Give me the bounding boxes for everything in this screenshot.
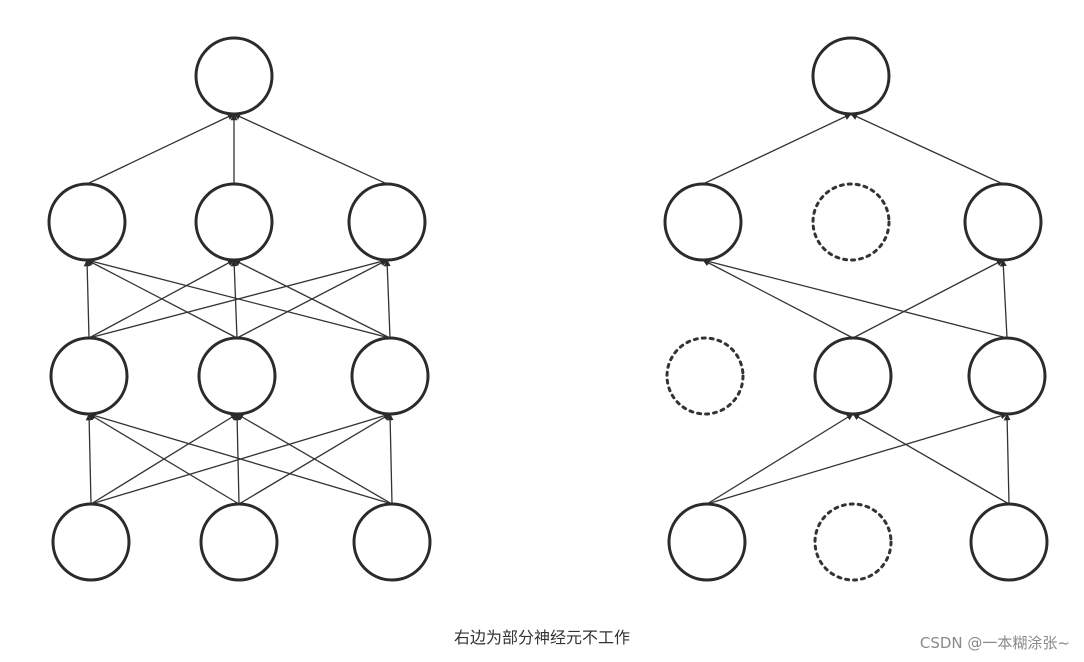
neuron-node xyxy=(49,336,129,416)
nodes-layer xyxy=(47,36,1049,582)
neuron-node xyxy=(963,182,1043,262)
neuron-node xyxy=(47,182,127,262)
neuron-node xyxy=(51,502,131,582)
network-diagram xyxy=(47,36,1049,582)
edges-layer xyxy=(83,113,1011,505)
dropped-neuron-node xyxy=(811,182,891,262)
connection-arrow xyxy=(852,259,1004,339)
dropped-neuron-node xyxy=(813,502,893,582)
neuron-node xyxy=(347,182,427,262)
connection-arrow xyxy=(999,259,1008,339)
dropped-neuron-node xyxy=(665,336,745,416)
connection-arrow xyxy=(852,413,1010,505)
neuron-node xyxy=(194,182,274,262)
neuron-node xyxy=(969,502,1049,582)
connection-arrow xyxy=(706,413,854,505)
connection-arrow xyxy=(383,259,391,339)
connection-arrow xyxy=(233,413,241,505)
neuron-node xyxy=(352,502,432,582)
connection-arrow xyxy=(88,413,240,505)
connection-arrow xyxy=(86,258,391,339)
connection-arrow xyxy=(702,113,852,185)
connection-arrow xyxy=(86,259,238,339)
neuron-node xyxy=(197,336,277,416)
watermark: CSDN @一本糊涂张~ xyxy=(919,634,1070,652)
connection-arrow xyxy=(83,259,91,339)
figure-caption: 右边为部分神经元不工作 xyxy=(453,628,630,647)
connection-arrow xyxy=(236,413,393,505)
neuron-node xyxy=(667,502,747,582)
connection-arrow xyxy=(233,259,391,339)
neuron-node xyxy=(350,336,430,416)
connection-arrow xyxy=(230,259,238,339)
connection-arrow xyxy=(86,113,235,185)
connection-arrow xyxy=(706,412,1008,505)
neuron-node xyxy=(967,336,1047,416)
connection-arrow xyxy=(702,259,854,339)
connection-arrow xyxy=(1003,413,1011,505)
neuron-node xyxy=(663,182,743,262)
connection-arrow xyxy=(88,412,393,505)
connection-arrow xyxy=(850,113,1004,185)
neuron-node xyxy=(811,36,891,116)
neuron-node xyxy=(813,336,893,416)
neuron-node xyxy=(194,36,274,116)
connection-arrow xyxy=(386,413,394,505)
neuron-node xyxy=(199,502,279,582)
connection-arrow xyxy=(233,113,388,185)
connection-arrow xyxy=(702,258,1008,339)
connection-arrow xyxy=(85,413,93,505)
